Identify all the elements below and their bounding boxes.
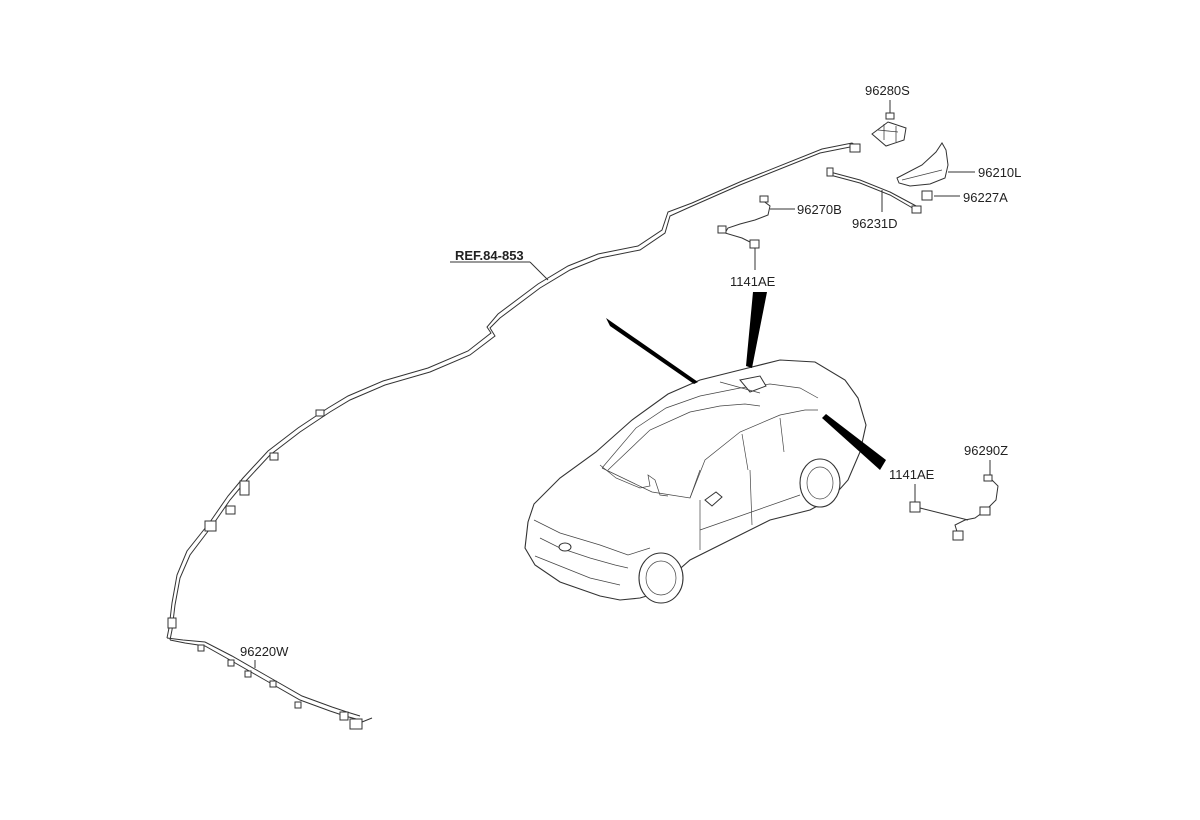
part-96227a: 96227A <box>921 190 1008 205</box>
part-96270b: 96270B 1141AE <box>717 195 842 289</box>
label-96270b: 96270B <box>797 202 842 217</box>
pointer-arrow-rear <box>822 414 886 470</box>
label-1141ae-right: 1141AE <box>889 467 935 482</box>
part-96210l: 96210L <box>896 142 1021 187</box>
pointer-arrow-antenna <box>746 292 767 368</box>
label-96227a: 96227A <box>963 190 1008 205</box>
ref-84-853-callout: REF.84-853 <box>450 248 549 281</box>
label-96290z: 96290Z <box>964 443 1008 458</box>
label-96231d: 96231D <box>852 216 898 231</box>
ref-label: REF.84-853 <box>455 248 524 263</box>
label-96280s: 96280S <box>865 83 910 98</box>
vehicle-illustration <box>524 359 867 604</box>
feeder-cable-96220w <box>166 142 861 730</box>
label-96220w: 96220W <box>240 644 289 659</box>
pointer-arrow-roof <box>606 318 698 384</box>
part-96280s: 96280S <box>865 83 910 147</box>
label-1141ae-top: 1141AE <box>730 274 776 289</box>
part-96290z: 96290Z 1141AE <box>889 443 1008 541</box>
label-96210l: 96210L <box>978 165 1021 180</box>
part-96220w-callout: 96220W <box>240 644 289 668</box>
part-96231d: 96231D <box>826 167 922 231</box>
